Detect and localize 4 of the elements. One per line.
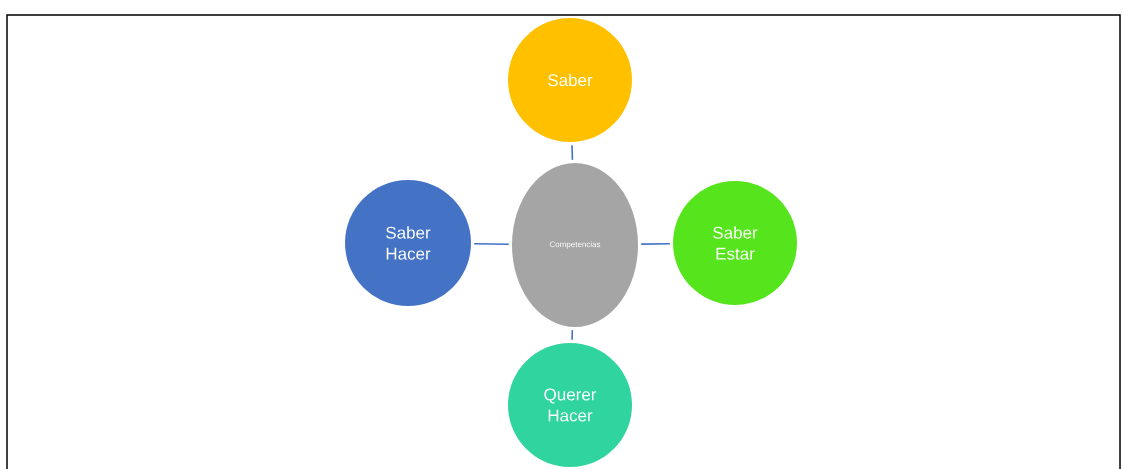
connector-line [571, 329, 574, 341]
connector-line [571, 144, 574, 161]
connector-line [640, 243, 671, 245]
connector-line [473, 243, 510, 245]
